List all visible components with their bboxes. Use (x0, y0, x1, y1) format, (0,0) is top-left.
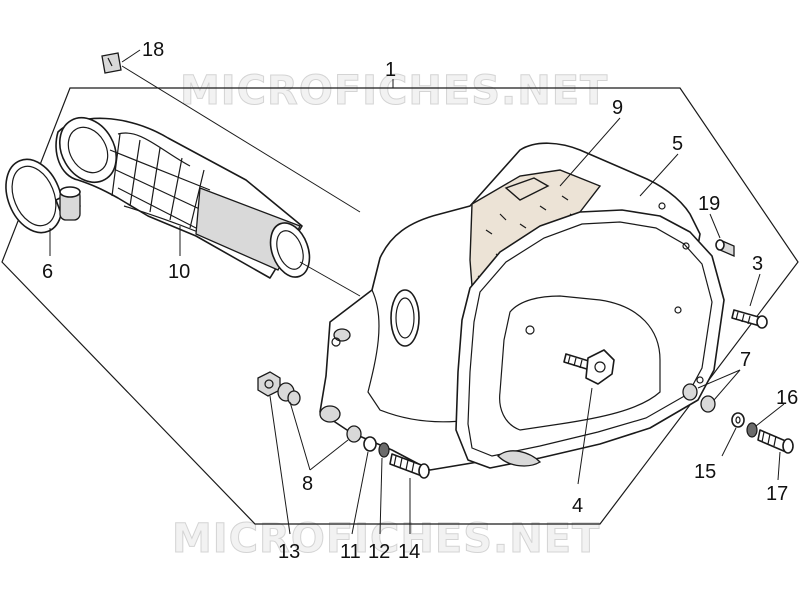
part-17-bolt (757, 429, 794, 481)
part-15-washer (721, 412, 745, 457)
callout-8: 8 (302, 473, 313, 495)
part-7-grommets (682, 369, 741, 413)
callout-17: 17 (766, 483, 788, 505)
callout-14: 14 (398, 541, 420, 563)
callout-7: 7 (740, 349, 751, 371)
callout-15: 15 (694, 461, 716, 483)
callout-12: 12 (368, 541, 390, 563)
part-4-knob-screw (563, 349, 615, 485)
part-3-screw (731, 273, 768, 329)
callout-3: 3 (752, 253, 763, 275)
part-18-clip (101, 49, 361, 213)
part-10-intake-duct (55, 117, 361, 297)
part-14-bolt (389, 453, 430, 534)
part-19-plug (709, 213, 735, 257)
callout-5: 5 (672, 133, 683, 155)
part-12-washer (378, 442, 390, 535)
callout-1: 1 (385, 59, 396, 81)
callout-16: 16 (776, 387, 798, 409)
callout-18: 18 (142, 39, 164, 61)
callout-19: 19 (698, 193, 720, 215)
callout-6: 6 (42, 261, 53, 283)
part-5-filter-cover (455, 153, 725, 469)
part-8-grommets (277, 382, 362, 471)
callout-10: 10 (168, 261, 190, 283)
callout-4: 4 (572, 495, 583, 517)
callout-9: 9 (612, 97, 623, 119)
watermark-top: MICROFICHES.NET (180, 68, 608, 114)
part-11-washer (351, 436, 377, 535)
callout-11: 11 (340, 541, 361, 563)
part-6-hose-clamp (5, 158, 81, 256)
callout-13: 13 (278, 541, 300, 563)
part-16-washer (746, 403, 785, 438)
assembly-boundary (1, 87, 799, 525)
watermark-bottom: MICROFICHES.NET (172, 516, 600, 562)
